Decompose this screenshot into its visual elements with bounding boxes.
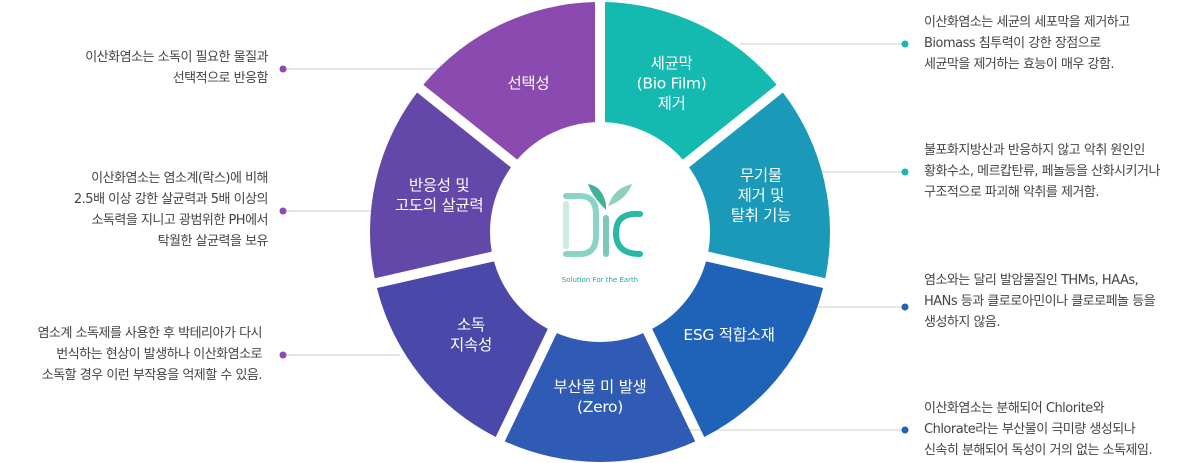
- segment-label-line: 선택성: [507, 74, 549, 92]
- center-logo: Solution For the Earth: [500, 132, 700, 332]
- leader-dot-esg: [901, 303, 909, 311]
- leader-dot-biofilm: [901, 40, 909, 48]
- leader-dot-persistence: [279, 351, 287, 359]
- leader-dot-byproduct: [901, 426, 909, 434]
- segment-label-line: 탈취 기능: [731, 206, 792, 224]
- desc-line: 세균막을 제거하는 효능이 매우 강함.: [924, 57, 1115, 72]
- leader-dot-selectivity: [279, 65, 287, 73]
- segment-biofilm: [604, 2, 777, 160]
- desc-line: 염소계 소독제를 사용한 후 박테리아가 다시: [37, 326, 263, 341]
- segment-label-line: 세균막: [651, 54, 693, 72]
- desc-reactivity: 이산화염소는 염소계(락스)에 비해 2.5배 이상 강한 살균력과 5배 이상…: [73, 168, 269, 252]
- desc-line: 이산화염소는 소독이 필요한 물질과: [85, 50, 268, 65]
- segment-label-line: 부산물 미 발생: [553, 378, 646, 396]
- desc-line: 염소와는 달리 발암물질인 THMs, HAAs,: [924, 273, 1139, 288]
- desc-line: 소독력을 지니고 광범위한 PH에서: [91, 213, 269, 228]
- segment-label-biofilm: 세균막 (Bio Film) 제거: [637, 54, 707, 112]
- desc-line: 이산화염소는 염소계(락스)에 비해: [91, 171, 268, 186]
- desc-line: 황화수소, 메르캅탄류, 페놀등을 산화시키거나: [924, 164, 1160, 179]
- leader-dot-inorganic: [901, 168, 909, 176]
- desc-line: 신속히 분해되어 독성이 거의 없는 소독제임.: [924, 443, 1153, 458]
- desc-line: Biomass 침투력이 강한 장점으로: [924, 36, 1101, 51]
- desc-line: 불포화지방산과 반응하지 않고 악취 원인인: [924, 143, 1145, 158]
- desc-line: 2.5배 이상 강한 살균력과 5배 이상의: [73, 192, 269, 207]
- desc-line: 선택적으로 반응함: [172, 71, 269, 86]
- segment-label-line: 소독: [457, 316, 485, 334]
- segment-esg: [652, 261, 824, 438]
- segment-byproduct: [504, 333, 696, 462]
- segment-label-line: 제거 및: [738, 186, 785, 204]
- segment-label-esg: ESG 적합소재: [683, 326, 774, 344]
- segment-label-line: 무기물: [740, 166, 782, 184]
- desc-inorganic: 불포화지방산과 반응하지 않고 악취 원인인 황화수소, 메르캅탄류, 페놀등을…: [924, 140, 1160, 203]
- description-dots: [279, 40, 909, 434]
- desc-line: 이산화염소는 분해되어 Chlorite와: [924, 401, 1105, 416]
- segment-label-line: (Bio Film): [637, 74, 707, 92]
- segment-label-line: 제거: [658, 94, 686, 112]
- segment-label-line: 고도의 살균력: [395, 196, 483, 214]
- desc-line: 소독할 경우 이런 부작용을 억제할 수 있음.: [41, 368, 263, 383]
- logo-tagline: Solution For the Earth: [562, 276, 638, 284]
- leader-dot-reactivity: [279, 207, 287, 215]
- segment-inorganic: [689, 92, 830, 279]
- desc-line: 탁월한 살균력을 보유: [157, 234, 269, 249]
- center-disc: [500, 132, 700, 332]
- segment-label-line: (Zero): [577, 398, 623, 416]
- desc-line: Chlorate라는 부산물이 극미량 생성되나: [924, 422, 1136, 437]
- segment-selectivity: [423, 2, 596, 160]
- desc-persistence: 염소계 소독제를 사용한 후 박테리아가 다시 번식하는 현상이 발생하나 이산…: [37, 323, 263, 386]
- desc-biofilm: 이산화염소는 세균의 세포막을 제거하고 Biomass 침투력이 강한 장점으…: [924, 12, 1130, 75]
- desc-line: 이산화염소는 세균의 세포막을 제거하고: [924, 15, 1130, 30]
- segment-label-line: 지속성: [450, 336, 492, 354]
- desc-byproduct: 이산화염소는 분해되어 Chlorite와 Chlorate라는 부산물이 극미…: [924, 398, 1153, 461]
- segment-reactivity: [369, 92, 511, 279]
- segment-label-line: ESG 적합소재: [683, 326, 774, 344]
- segment-label-byproduct: 부산물 미 발생 (Zero): [553, 378, 646, 416]
- desc-line: HANs 등과 클로로아민이나 클로로페놀 등을: [924, 294, 1156, 309]
- desc-line: 구조적으로 파괴해 악취를 제거함.: [924, 185, 1099, 200]
- logo-mark: [563, 184, 643, 257]
- segment-persistence: [376, 261, 548, 438]
- desc-selectivity: 이산화염소는 소독이 필요한 물질과 선택적으로 반응함: [85, 47, 268, 89]
- segment-label-selectivity: 선택성: [507, 74, 549, 92]
- desc-line: 번식하는 현상이 발생하나 이산화염소로: [56, 347, 262, 362]
- desc-line: 생성하지 않음.: [924, 315, 1001, 330]
- desc-esg: 염소와는 달리 발암물질인 THMs, HAAs, HANs 등과 클로로아민이…: [924, 270, 1156, 333]
- segment-label-line: 반응성 및: [409, 176, 470, 194]
